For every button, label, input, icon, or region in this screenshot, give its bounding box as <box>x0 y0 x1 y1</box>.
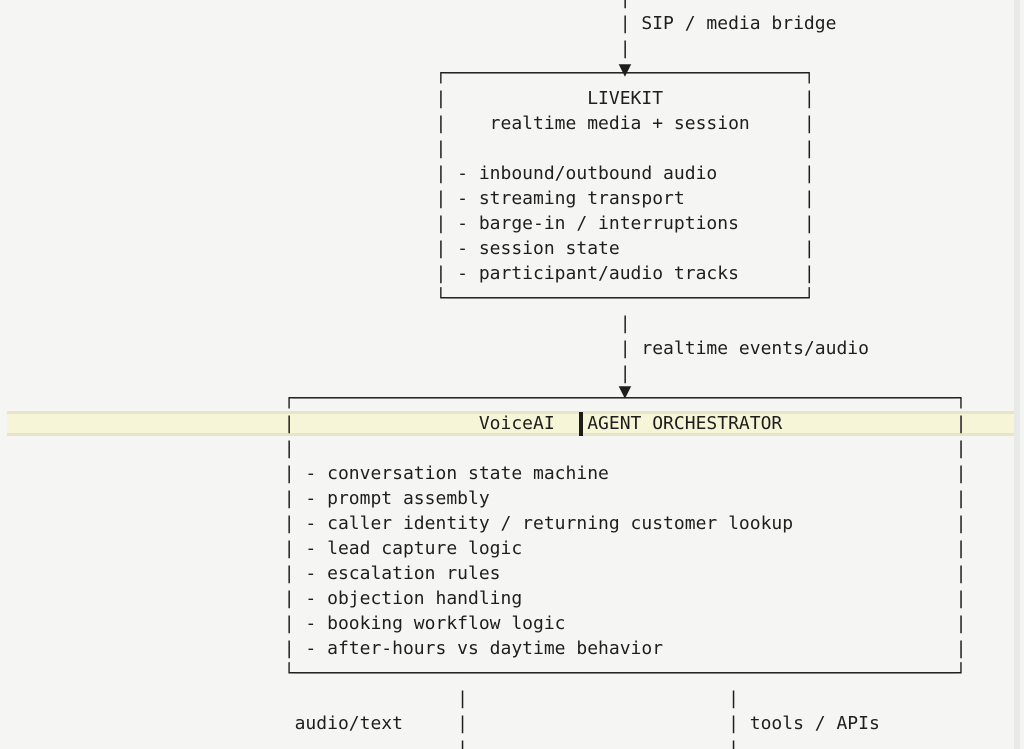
scrollbar-track[interactable] <box>1014 0 1020 749</box>
current-line-highlight <box>7 411 1015 436</box>
text-caret <box>579 412 583 436</box>
arrow-down-icon: ▼ <box>618 57 632 81</box>
ascii-diagram-text[interactable]: | | SIP / media bridge | ┌──────────────… <box>283 0 967 749</box>
arrow-down-icon: ▼ <box>618 379 632 403</box>
